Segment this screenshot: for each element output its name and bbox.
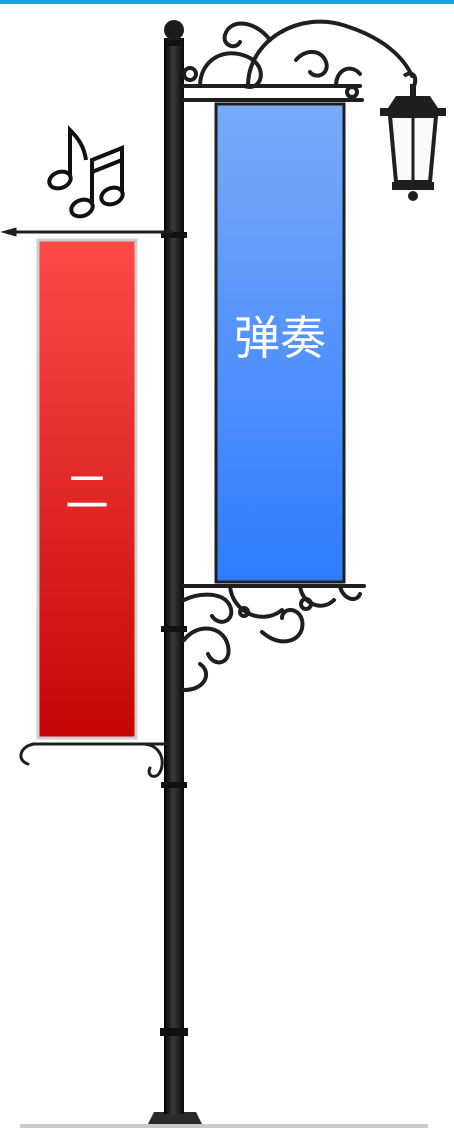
red-banner-text: 二 [65, 467, 109, 518]
pole-base [148, 1112, 202, 1124]
lamp-pole [160, 20, 188, 1114]
blue-banner [214, 102, 346, 584]
top-scroll-bracket [182, 19, 414, 102]
bottom-scroll-bracket [182, 584, 366, 692]
music-notes-icon [47, 125, 125, 219]
blue-banner-text: 弹奏 [234, 311, 326, 365]
street-lamp-icon [380, 71, 446, 201]
red-banner [36, 238, 138, 740]
red-banner-arms [0, 227, 174, 778]
ground-line [20, 1124, 428, 1128]
top-accent-strip [0, 0, 454, 4]
